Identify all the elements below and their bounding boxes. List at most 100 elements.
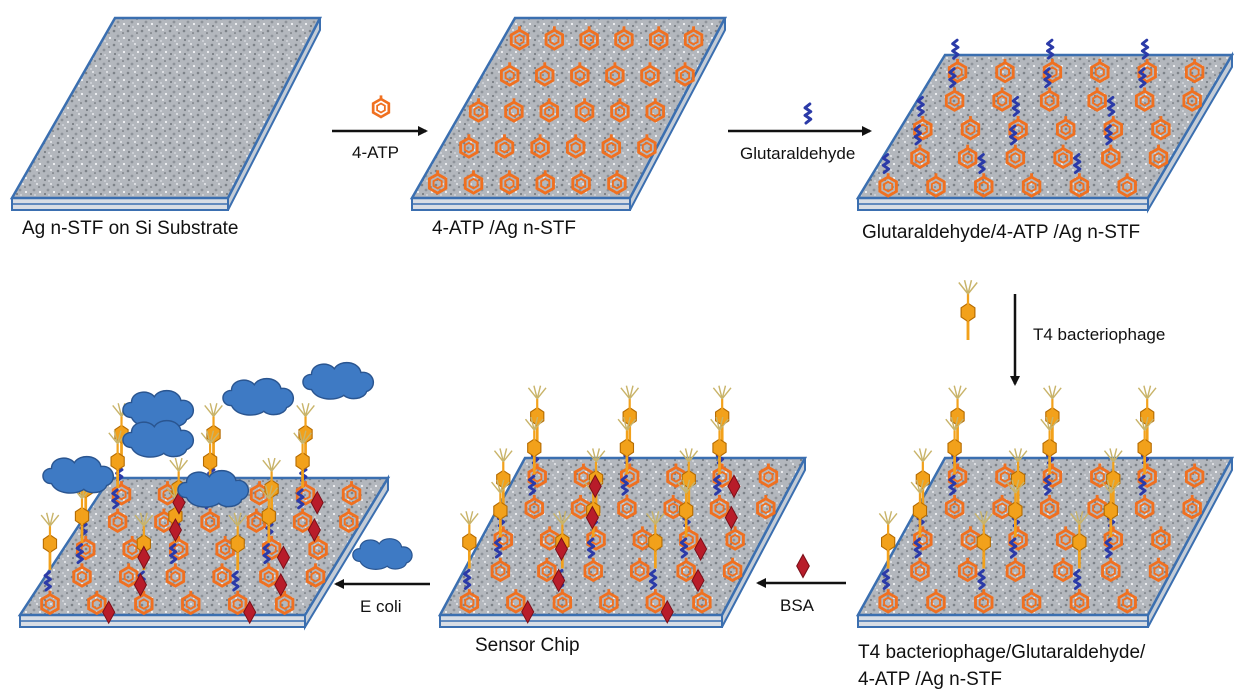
bsa-molecule xyxy=(660,599,674,624)
glutaraldehyde-molecule xyxy=(916,95,925,117)
substrate-surface xyxy=(855,53,1235,200)
atp-molecule xyxy=(1148,557,1169,583)
bsa-molecule xyxy=(102,600,116,625)
glutaraldehyde-molecule xyxy=(111,488,120,510)
phage-molecule xyxy=(1070,511,1089,569)
substrate-surface xyxy=(9,16,323,200)
bsa-molecule xyxy=(727,474,741,499)
atp-molecule xyxy=(371,95,391,119)
atp-molecule xyxy=(614,26,634,51)
atp-molecule xyxy=(459,589,480,614)
glutaraldehyde-molecule xyxy=(231,570,240,592)
atp-molecule xyxy=(1008,526,1028,551)
atp-molecule xyxy=(1087,494,1107,520)
atp-molecule xyxy=(1182,87,1202,112)
bsa-molecule xyxy=(133,572,147,597)
phage-molecule xyxy=(493,448,513,506)
atp-molecule xyxy=(535,62,555,87)
atp-molecule xyxy=(637,134,657,159)
atp-molecule xyxy=(87,590,107,616)
atp-molecule xyxy=(1182,494,1202,520)
glutaraldehyde-molecule xyxy=(1106,95,1116,117)
atp-molecule xyxy=(490,557,511,583)
atp-molecule xyxy=(712,463,732,488)
atp-molecule xyxy=(640,62,660,87)
bsa-molecule xyxy=(588,474,602,499)
arrow-ecoli: E coli xyxy=(334,538,430,616)
glutaraldehyde-molecule xyxy=(527,474,537,496)
glutaraldehyde-molecule xyxy=(75,543,84,565)
bsa-molecule xyxy=(137,545,151,570)
stage-sensor-chip xyxy=(437,385,808,628)
atp-molecule xyxy=(339,508,359,533)
atp-molecule xyxy=(1042,463,1063,488)
atp-molecule xyxy=(960,116,981,141)
atp-icon xyxy=(371,95,391,119)
atp-molecule xyxy=(586,526,606,551)
atp-molecule xyxy=(1021,173,1042,198)
atp-molecule xyxy=(722,557,743,583)
atp-molecule xyxy=(111,481,132,506)
atp-molecule xyxy=(509,26,530,51)
phage-molecule xyxy=(524,416,544,475)
atp-molecule xyxy=(504,98,524,123)
phage-molecule xyxy=(617,416,637,475)
atp-molecule xyxy=(605,62,625,87)
atp-molecule xyxy=(679,526,699,551)
ecoli-icon xyxy=(352,538,413,570)
glutaraldehyde-icon xyxy=(803,102,813,125)
atp-molecule xyxy=(527,463,547,488)
atp-molecule xyxy=(1103,526,1123,551)
atp-molecule xyxy=(76,535,96,561)
atp-molecule xyxy=(259,563,279,588)
stage-t4-bacteriophage xyxy=(855,385,1235,628)
atp-molecule xyxy=(168,535,189,561)
bsa-molecule xyxy=(243,600,257,625)
atp-molecule xyxy=(537,557,557,583)
atp-molecule xyxy=(1055,526,1076,551)
phage-molecule xyxy=(1006,479,1025,538)
glutaraldehyde-molecule xyxy=(977,569,986,590)
bsa-molecule xyxy=(694,537,708,562)
phage-molecule xyxy=(459,511,479,569)
label-phage-line1: T4 bacteriophage/Glutaraldehyde/ xyxy=(858,642,1146,663)
phage-molecule xyxy=(646,511,665,569)
atp-molecule xyxy=(573,463,594,488)
atp-molecule xyxy=(957,144,978,170)
glutaraldehyde-molecule xyxy=(620,474,629,496)
atp-molecule xyxy=(675,62,695,87)
phage-molecule xyxy=(910,479,930,538)
phage-molecule xyxy=(40,512,60,571)
atp-molecule xyxy=(341,481,362,506)
glutaraldehyde-molecule xyxy=(586,537,596,559)
atp-molecule xyxy=(1039,87,1060,112)
phage-molecule xyxy=(1103,448,1123,506)
stage-ecoli-capture xyxy=(17,362,391,631)
ecoli-cell xyxy=(222,378,295,416)
atp-molecule xyxy=(1117,589,1137,614)
atp-molecule xyxy=(544,26,565,51)
atp-molecule xyxy=(1184,463,1205,488)
atp-molecule xyxy=(663,494,683,520)
atp-molecule xyxy=(645,589,666,614)
atp-molecule xyxy=(1134,87,1155,112)
atp-molecule xyxy=(1148,144,1169,170)
arrow-t4: T4 bacteriophage xyxy=(958,280,1165,386)
glutaraldehyde-molecule xyxy=(803,102,813,125)
atp-molecule xyxy=(499,170,520,195)
ecoli-cell xyxy=(302,362,375,400)
glutaraldehyde-molecule xyxy=(1073,569,1082,590)
glutaraldehyde-molecule xyxy=(913,537,922,559)
phage-molecule xyxy=(293,430,312,488)
atp-molecule xyxy=(709,494,730,520)
atp-molecule xyxy=(607,170,627,195)
glutaraldehyde-molecule xyxy=(169,543,178,565)
label-sensor: Sensor Chip xyxy=(475,635,580,656)
atp-molecule xyxy=(119,563,139,588)
atp-molecule xyxy=(649,26,669,51)
atp-molecule xyxy=(960,526,981,551)
atp-molecule xyxy=(645,98,665,123)
phage-molecule xyxy=(676,479,696,538)
arrow-4atp: 4-ATP xyxy=(332,95,428,162)
